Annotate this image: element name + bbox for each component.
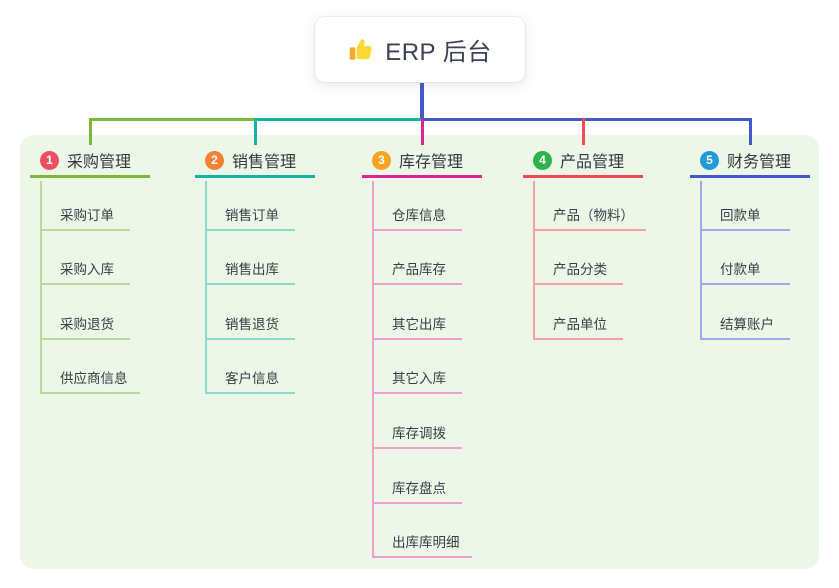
branch-children: 采购订单采购入库采购退货供应商信息	[40, 181, 140, 395]
branch-node[interactable]: 2 销售管理	[195, 145, 315, 178]
branch-children: 回款单付款单结算账户	[700, 181, 790, 340]
branch-number-badge: 1	[40, 150, 59, 170]
child-node[interactable]: 客户信息	[207, 340, 295, 395]
child-node[interactable]: 产品（物料）	[535, 181, 646, 231]
child-node[interactable]: 其它入库	[374, 340, 462, 395]
branch-drop-line	[88, 118, 92, 145]
child-node[interactable]: 采购入库	[42, 231, 130, 286]
branches-panel	[20, 135, 819, 569]
branch-children: 销售订单销售出库销售退货客户信息	[205, 181, 295, 395]
child-node[interactable]: 库存调拨	[374, 394, 462, 449]
root-connector-line	[420, 82, 424, 121]
thumbs-up-icon	[348, 36, 375, 63]
branch-number-badge: 3	[372, 150, 391, 170]
child-node[interactable]: 库存盘点	[374, 449, 462, 504]
branch-title-label: 销售管理	[232, 154, 297, 171]
branch-number-badge: 2	[205, 150, 224, 170]
child-node[interactable]: 其它出库	[374, 285, 462, 340]
branch-drop-line	[581, 118, 585, 145]
branch-bus-line-segment	[253, 118, 424, 121]
child-node[interactable]: 销售订单	[207, 181, 295, 231]
child-node[interactable]: 供应商信息	[42, 340, 140, 395]
child-node[interactable]: 结算账户	[702, 285, 790, 340]
child-node[interactable]: 回款单	[702, 181, 790, 231]
branch-children: 产品（物料）产品分类产品单位	[533, 181, 646, 340]
branch-drop-line	[748, 118, 752, 145]
child-node[interactable]: 付款单	[702, 231, 790, 286]
child-node[interactable]: 产品分类	[535, 231, 623, 286]
branch-node[interactable]: 1 采购管理	[30, 145, 150, 178]
branch-node[interactable]: 5 财务管理	[690, 145, 810, 178]
branch-number-badge: 4	[533, 150, 552, 170]
branch-title-label: 财务管理	[727, 154, 792, 171]
child-node[interactable]: 采购订单	[42, 181, 130, 231]
branch-node[interactable]: 3 库存管理	[362, 145, 482, 178]
branch-number-badge: 5	[700, 150, 719, 170]
branch-title-label: 产品管理	[560, 154, 625, 171]
child-node[interactable]: 销售退货	[207, 285, 295, 340]
branch-drop-line	[420, 118, 424, 145]
root-title: ERP 后台	[385, 39, 492, 66]
branch-title-label: 采购管理	[67, 154, 132, 171]
branch-title-label: 库存管理	[399, 154, 464, 171]
branch-node[interactable]: 4 产品管理	[523, 145, 643, 178]
branch-bus-line-segment	[420, 118, 752, 121]
root-node[interactable]: ERP 后台	[315, 17, 525, 82]
child-node[interactable]: 仓库信息	[374, 181, 462, 231]
child-node[interactable]: 出库库明细	[374, 504, 472, 559]
branch-children: 仓库信息产品库存其它出库其它入库库存调拨库存盘点出库库明细	[372, 181, 472, 559]
child-node[interactable]: 产品单位	[535, 285, 623, 340]
branch-drop-line	[253, 118, 257, 145]
child-node[interactable]: 采购退货	[42, 285, 130, 340]
child-node[interactable]: 产品库存	[374, 231, 462, 286]
child-node[interactable]: 销售出库	[207, 231, 295, 286]
branch-bus-line-segment	[88, 118, 257, 121]
